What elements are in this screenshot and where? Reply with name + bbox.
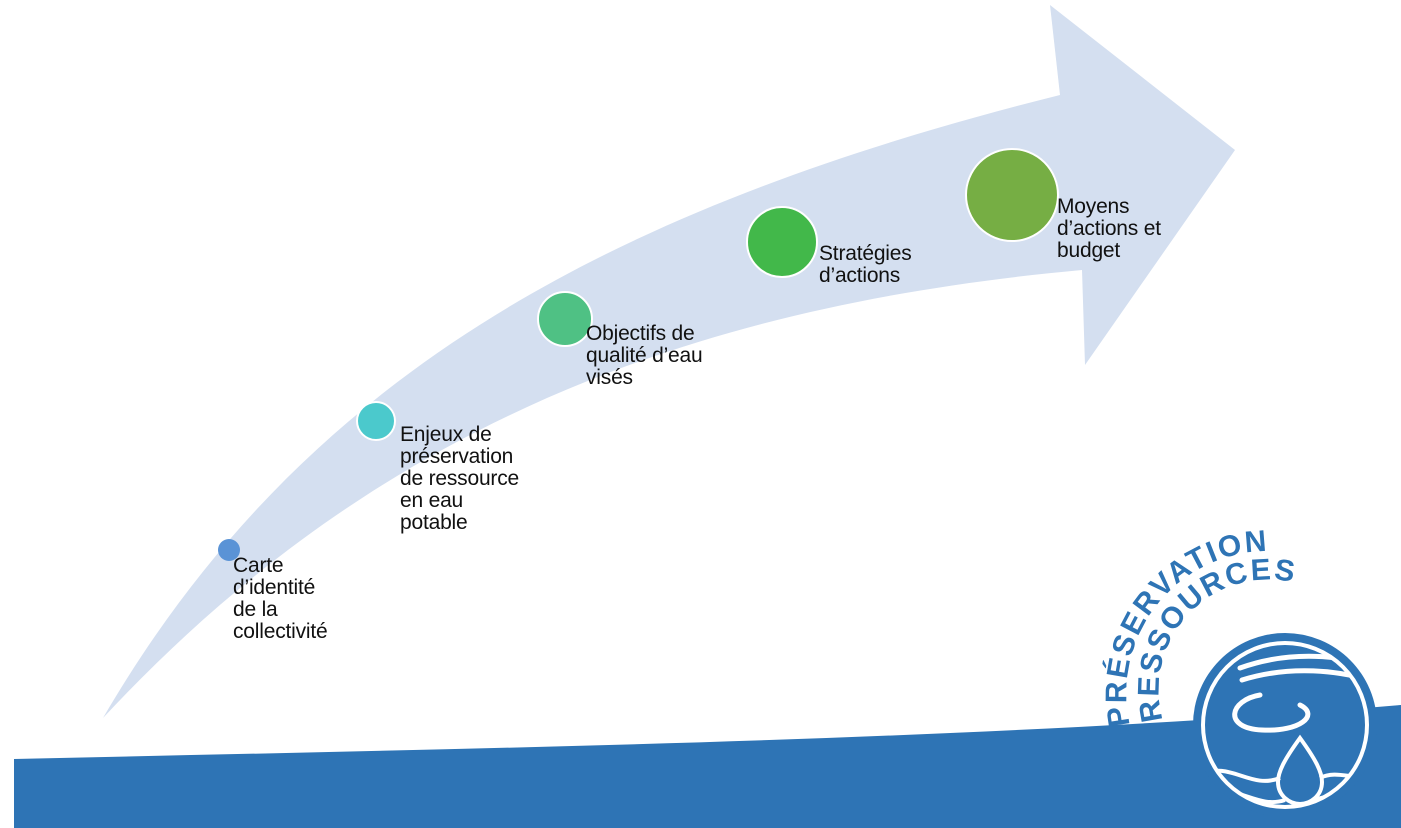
step-label-moyens: Moyens d’actions et budget — [1057, 195, 1161, 262]
step-dot-4 — [746, 206, 818, 278]
logo-disc — [1193, 633, 1377, 817]
step-dot-5 — [965, 148, 1059, 242]
step-label-objectifs: Objectifs de qualité d’eau visés — [586, 322, 703, 389]
bottom-band — [14, 705, 1401, 828]
step-label-strategies: Stratégies d’actions — [819, 242, 912, 287]
step-label-enjeux: Enjeux de préservation de ressource en e… — [400, 423, 519, 534]
step-dot-3 — [537, 291, 593, 347]
step-label-carte-identite: Carte d’identité de la collectivité — [233, 554, 328, 643]
hand-drop-icon — [1203, 653, 1367, 807]
step-dot-1 — [218, 539, 240, 561]
step-dot-2 — [356, 401, 396, 441]
progress-arrow — [103, 5, 1235, 718]
